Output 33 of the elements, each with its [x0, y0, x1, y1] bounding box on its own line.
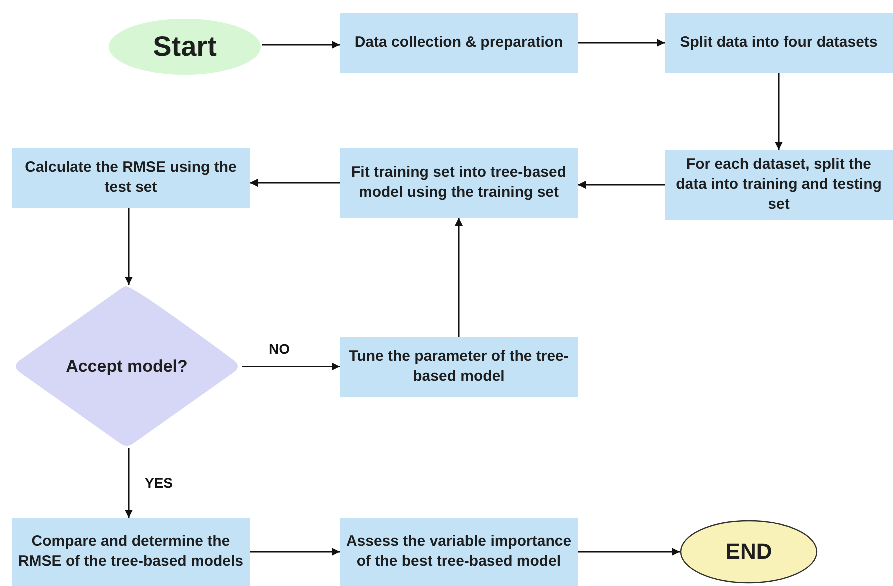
arrow [250, 548, 340, 556]
node-text: Start [152, 31, 218, 63]
arrow [242, 362, 340, 371]
process-box [12, 518, 250, 586]
node-text: Split data into four datasets [679, 33, 879, 53]
arrow [250, 179, 340, 187]
node-text: Data collection & preparation [354, 33, 564, 53]
process-box [340, 337, 578, 397]
process-box [340, 13, 578, 73]
process-box [665, 150, 893, 220]
start-ellipse [108, 18, 262, 76]
arrow [578, 548, 680, 556]
arrow [262, 41, 340, 49]
process-box [665, 13, 893, 73]
end-ellipse [680, 520, 818, 584]
node-text: END [724, 539, 774, 565]
arrow [125, 208, 133, 285]
edge-label: YES [143, 475, 176, 491]
process-box [340, 148, 578, 218]
node-text: Accept model? [65, 356, 189, 376]
arrow [455, 218, 463, 337]
node-text: Calculate the RMSE using the test set [24, 158, 238, 198]
process-box [12, 148, 250, 208]
arrow [775, 73, 783, 150]
node-text: Compare and determine the RMSE of the tree-based models [17, 532, 245, 572]
arrow [125, 448, 133, 518]
arrow [578, 39, 665, 47]
node-text: Assess the variable importance of the best tree-based model [345, 532, 573, 572]
arrow [578, 181, 665, 189]
node-text: For each dataset, split the data into training and testing set [675, 155, 883, 215]
node-text: Tune the parameter of the tree-based model [348, 347, 570, 387]
process-box [340, 518, 578, 586]
node-text: Fit training set into tree-based model using the training set [350, 163, 568, 203]
